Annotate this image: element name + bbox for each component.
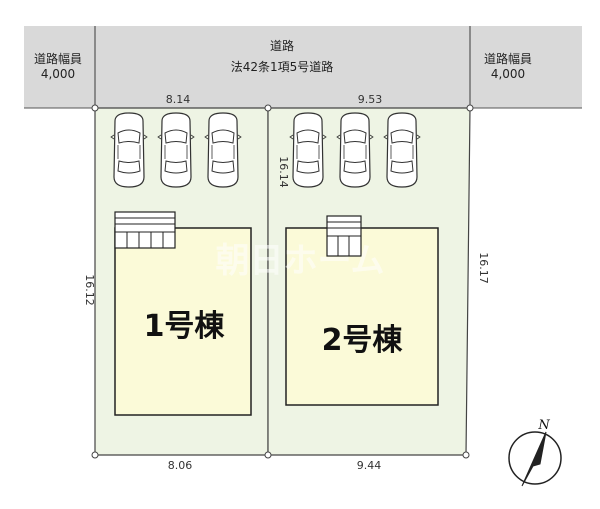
compass-north-label: N <box>537 418 550 433</box>
compass: N <box>508 418 562 487</box>
boundary-marker <box>264 104 272 112</box>
lot-1-bottom-width: 8.06 <box>168 459 193 472</box>
boundary-marker <box>91 451 99 459</box>
lot-2-top-frontage: 9.53 <box>358 93 383 106</box>
road-width-right-label: 道路幅員 <box>484 51 532 66</box>
car-icon <box>383 112 421 188</box>
car-icon <box>336 112 374 188</box>
road-name: 道路 <box>270 38 294 53</box>
boundary-marker <box>466 104 474 112</box>
lot-2-right-depth: 16.17 <box>477 252 490 284</box>
road-width-left-label: 道路幅員 <box>34 51 82 66</box>
boundary-marker <box>462 451 470 459</box>
building-1 <box>114 227 252 416</box>
building-2 <box>285 227 439 406</box>
lot-1-top-frontage: 8.14 <box>166 93 191 106</box>
road-width-left-value: 4,000 <box>41 67 75 81</box>
boundary-marker <box>91 104 99 112</box>
entrance-porch-2 <box>326 215 362 257</box>
watermark: 朝日ホーム <box>216 241 385 281</box>
boundary-marker <box>264 451 272 459</box>
north-arrow-icon <box>521 431 547 487</box>
road-width-right-value: 4,000 <box>491 67 525 81</box>
lot-2-shared-depth: 16.14 <box>277 156 290 188</box>
entrance-porch-1 <box>114 211 176 249</box>
lot-2-bottom-width: 9.44 <box>357 459 382 472</box>
car-icon <box>289 112 327 188</box>
car-icon <box>157 112 195 188</box>
building-1-label: 1号棟 <box>144 309 226 344</box>
car-icon <box>110 112 148 188</box>
car-icon <box>204 112 242 188</box>
road-area <box>24 26 582 108</box>
road-designation: 法42条1項5号道路 <box>231 59 334 74</box>
lot-1-left-depth: 16.12 <box>83 274 96 306</box>
building-2-label: 2号棟 <box>322 323 404 358</box>
